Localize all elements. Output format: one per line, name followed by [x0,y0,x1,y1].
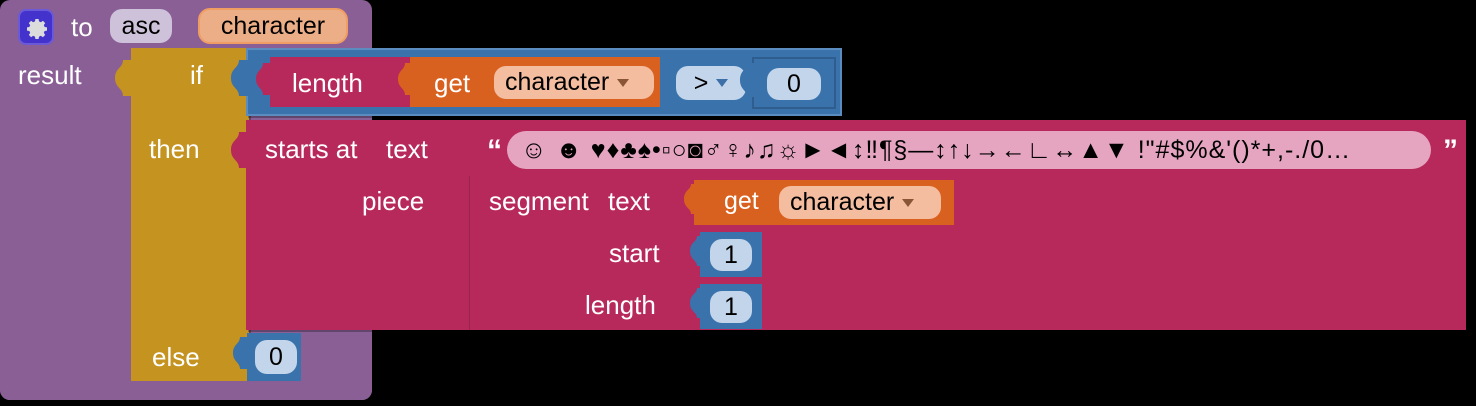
gear-icon [27,19,47,39]
starts-at-plug [231,132,251,168]
num1-plug [690,236,708,266]
piece-label: piece [362,186,425,216]
procedure-to-label: to [71,12,93,42]
get2-variable-name: character [790,188,895,216]
num2-plug [690,288,708,318]
segment-length-label: length [585,290,656,320]
length-plug [256,63,274,95]
segment-label: segment [489,186,589,216]
number-field-length[interactable]: 1 [710,291,752,323]
starts-at-text-label: text [386,134,428,164]
then-label: then [149,134,200,164]
number-field-start[interactable]: 1 [710,239,752,271]
comparison-operator-dropdown[interactable]: > [676,66,746,100]
get2-plug [684,184,702,214]
get1-variable-dropdown[interactable]: character [494,66,654,99]
procedure-result-label: result [18,60,82,90]
comparison-operator: > [693,68,709,97]
else-label: else [152,342,200,372]
chevron-down-icon [902,198,915,207]
mutator-gear-button[interactable] [18,9,54,45]
text-string-field[interactable]: ☺ ☻ ♥♦♣♠•▫○◙♂♀♪♫☼►◄↕‼¶§—↕↑↓→←∟↔▲▼ !"#$%&… [507,131,1431,169]
chevron-down-icon [617,78,630,87]
if-label: if [190,60,203,90]
get1-plug [398,63,416,95]
num3-plug [233,337,251,369]
get1-label: get [434,68,471,98]
get2-variable-dropdown[interactable]: character [779,186,941,219]
get2-label: get [724,187,759,215]
number-field-else[interactable]: 0 [255,340,297,374]
result-socket [115,60,135,96]
procedure-block-footer [0,381,372,400]
chevron-down-icon [716,79,729,87]
procedure-parameter-character[interactable]: character [198,8,348,44]
length-label: length [292,68,363,98]
segment-start-label: start [609,238,660,268]
segment-text-label: text [608,186,650,216]
open-quote: “ [487,134,502,167]
num0-plug [740,63,758,97]
text-length-block[interactable] [270,57,410,107]
if-then-else-block[interactable] [131,48,249,381]
procedure-name-field[interactable]: asc [110,9,172,43]
text-socket [456,128,476,164]
comparison-plug [231,60,251,96]
starts-at-label: starts at [265,134,358,164]
close-quote: ” [1443,134,1458,167]
get1-variable-name: character [505,68,610,96]
number-field-0[interactable]: 0 [767,68,821,100]
